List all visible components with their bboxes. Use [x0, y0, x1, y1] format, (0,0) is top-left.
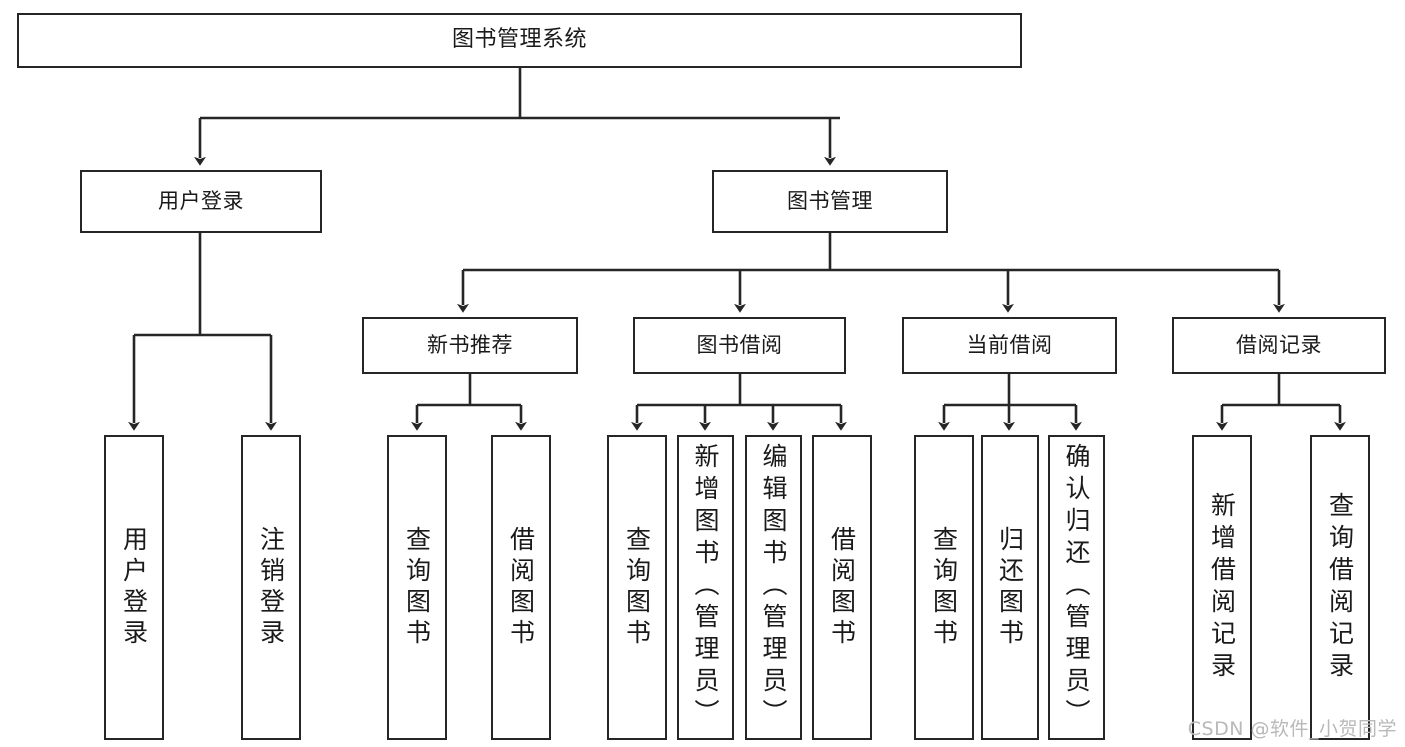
leaf-user-login[interactable]: 用户登录: [104, 435, 164, 740]
node-root-system[interactable]: 图书管理系统: [17, 13, 1022, 68]
node-label: 用户登录: [119, 525, 149, 650]
node-label: 新增借阅记录: [1207, 491, 1237, 684]
leaf-borrow-book-recommend[interactable]: 借阅图书: [491, 435, 551, 740]
leaf-confirm-return-admin[interactable]: 确认归还（管理员）: [1048, 435, 1105, 740]
node-label: 查询图书: [929, 525, 959, 650]
node-label: 用户登录: [158, 188, 244, 213]
node-label: 确认归还（管理员）: [1062, 443, 1091, 731]
node-current-borrow[interactable]: 当前借阅: [902, 317, 1117, 374]
node-label: 图书管理系统: [451, 27, 587, 53]
node-label: 编辑图书（管理员）: [759, 443, 788, 731]
leaf-query-borrow-record[interactable]: 查询借阅记录: [1310, 435, 1370, 740]
node-label: 借阅图书: [506, 525, 536, 650]
leaf-return-book[interactable]: 归还图书: [981, 435, 1039, 740]
node-book-management[interactable]: 图书管理: [712, 170, 948, 233]
leaf-query-book-current[interactable]: 查询图书: [914, 435, 974, 740]
node-new-book-recommend[interactable]: 新书推荐: [362, 317, 578, 374]
node-label: 图书借阅: [696, 332, 783, 357]
watermark: CSDN @软件_小贺同学: [1187, 718, 1397, 740]
node-label: 新增图书（管理员）: [691, 443, 720, 731]
node-label: 图书管理: [787, 188, 873, 213]
leaf-borrow-book[interactable]: 借阅图书: [812, 435, 872, 740]
leaf-logout-login[interactable]: 注销登录: [241, 435, 301, 740]
node-borrow-record[interactable]: 借阅记录: [1172, 317, 1386, 374]
node-label: 查询图书: [622, 525, 652, 650]
node-user-login[interactable]: 用户登录: [80, 170, 322, 233]
leaf-query-book-recommend[interactable]: 查询图书: [387, 435, 447, 740]
node-label: 注销登录: [256, 525, 286, 650]
leaf-edit-book-admin[interactable]: 编辑图书（管理员）: [745, 435, 802, 740]
node-label: 新书推荐: [427, 332, 513, 357]
node-label: 借阅图书: [827, 525, 857, 650]
node-book-borrow[interactable]: 图书借阅: [633, 317, 846, 374]
node-label: 查询借阅记录: [1325, 491, 1355, 684]
node-label: 查询图书: [402, 525, 432, 650]
node-label: 借阅记录: [1236, 332, 1322, 357]
leaf-query-book-borrow[interactable]: 查询图书: [607, 435, 667, 740]
leaf-add-borrow-record[interactable]: 新增借阅记录: [1192, 435, 1252, 740]
leaf-add-book-admin[interactable]: 新增图书（管理员）: [677, 435, 734, 740]
node-label: 归还图书: [995, 525, 1025, 650]
node-label: 当前借阅: [966, 332, 1053, 357]
